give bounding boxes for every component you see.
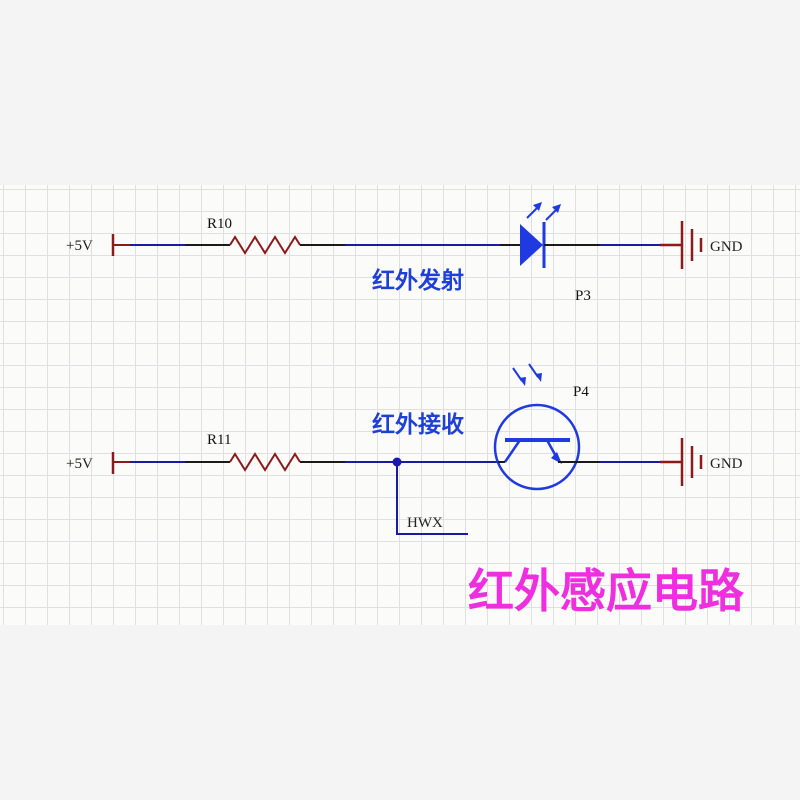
resistor-r11 [229, 452, 301, 472]
phototransistor-p4-icon [493, 403, 600, 491]
wire-hwx-net [396, 462, 468, 535]
power-label-5v-top: +5V [66, 238, 93, 254]
ground-symbol-top-icon [660, 221, 703, 269]
ir-emission-arrows-icon [526, 202, 561, 221]
schematic-grid [0, 185, 800, 625]
resistor-r11-label: R11 [207, 432, 231, 448]
transmitter-circuit: +5V R10 P3 GND 红外发射 [66, 202, 743, 304]
ground-symbol-bottom-icon [660, 438, 703, 486]
net-label-hwx: HWX [407, 515, 443, 531]
led-p3-label: P3 [575, 288, 591, 304]
ir-led-triangle [520, 224, 543, 266]
resistor-r10-label: R10 [207, 216, 232, 232]
power-label-5v-bottom: +5V [66, 456, 93, 472]
gnd-label-top: GND [710, 239, 743, 255]
ir-receive-label: 红外接收 [372, 411, 464, 438]
resistor-r10 [229, 235, 301, 255]
receiver-circuit: +5V R11 HWX P4 [66, 363, 743, 535]
ir-receive-arrows-icon [512, 363, 542, 386]
ir-transmit-label: 红外发射 [372, 267, 464, 294]
gnd-label-bottom: GND [710, 456, 743, 472]
phototransistor-p4-label: P4 [573, 384, 589, 400]
diagram-title: 红外感应电路 [468, 564, 745, 618]
